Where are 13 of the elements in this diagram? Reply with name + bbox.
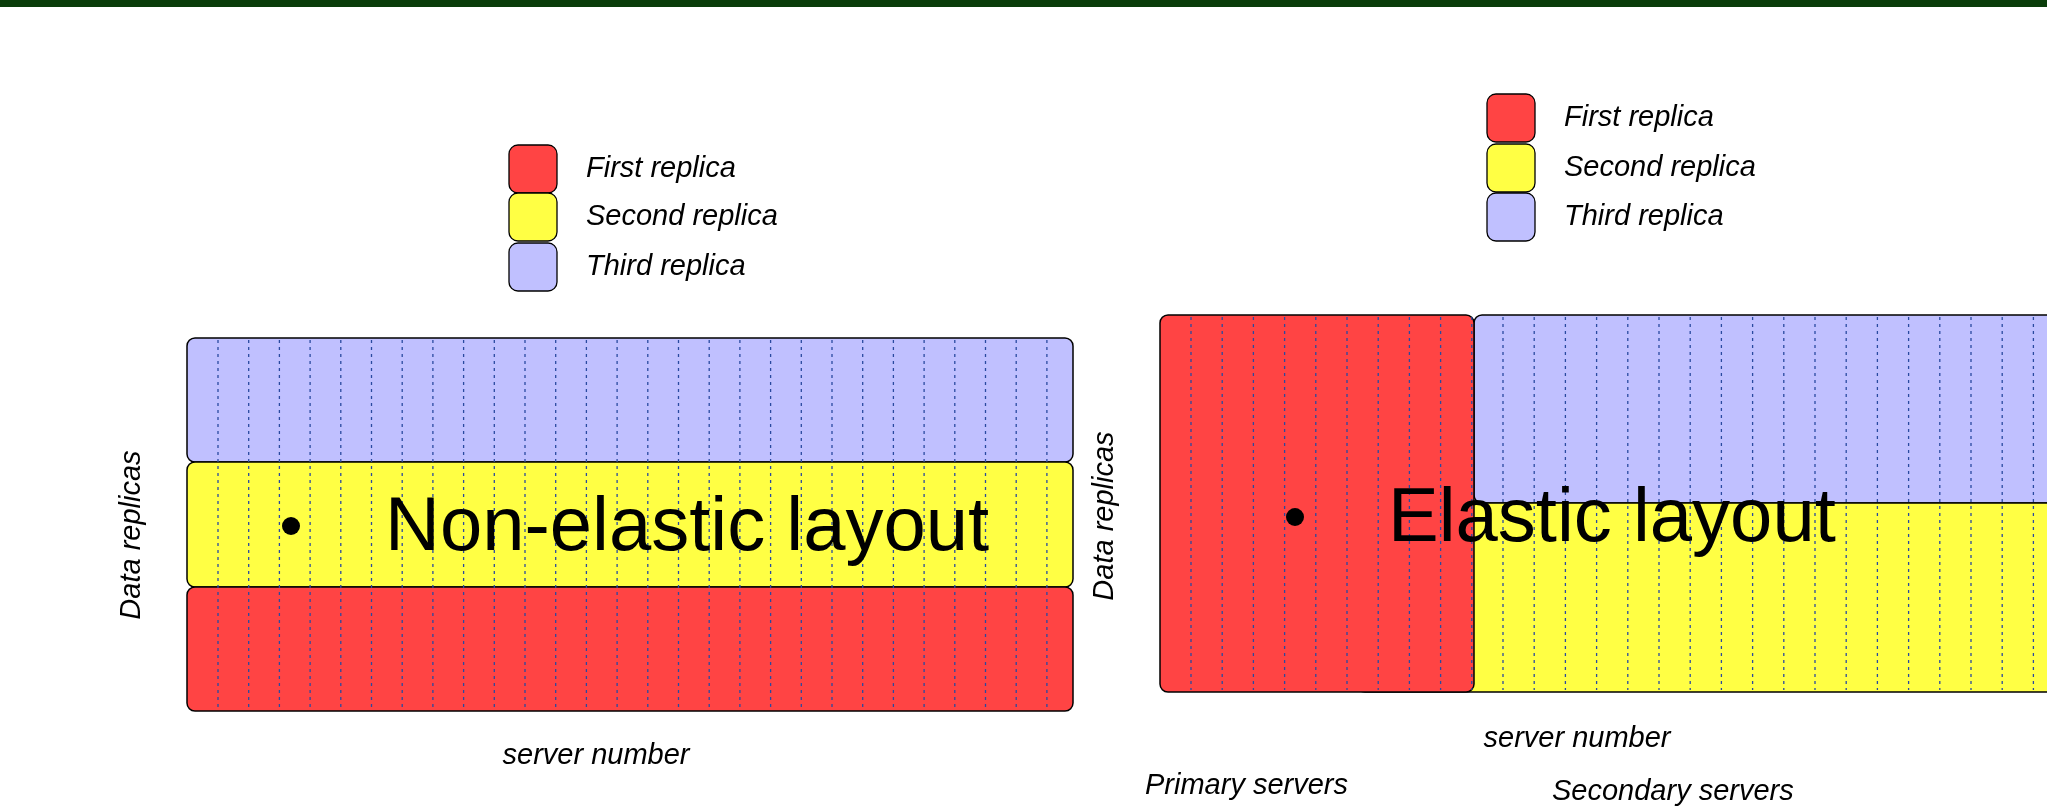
- legend-label: Third replica: [1564, 199, 1724, 233]
- axis-label: Data replicas: [114, 450, 148, 620]
- group-label: Secondary servers: [1552, 774, 1794, 808]
- axis-label: server number: [1483, 721, 1671, 755]
- axis-label: Data replicas: [1087, 431, 1121, 601]
- legend-label: Second replica: [586, 199, 778, 233]
- layout-title: Non-elastic layout: [385, 480, 990, 568]
- legend-label: First replica: [586, 151, 736, 185]
- legend-label: First replica: [1564, 100, 1714, 134]
- legend-label: Second replica: [1564, 150, 1756, 184]
- group-label: Primary servers: [1145, 768, 1348, 802]
- legend-label: Third replica: [586, 249, 746, 283]
- axis-label: server number: [502, 738, 690, 772]
